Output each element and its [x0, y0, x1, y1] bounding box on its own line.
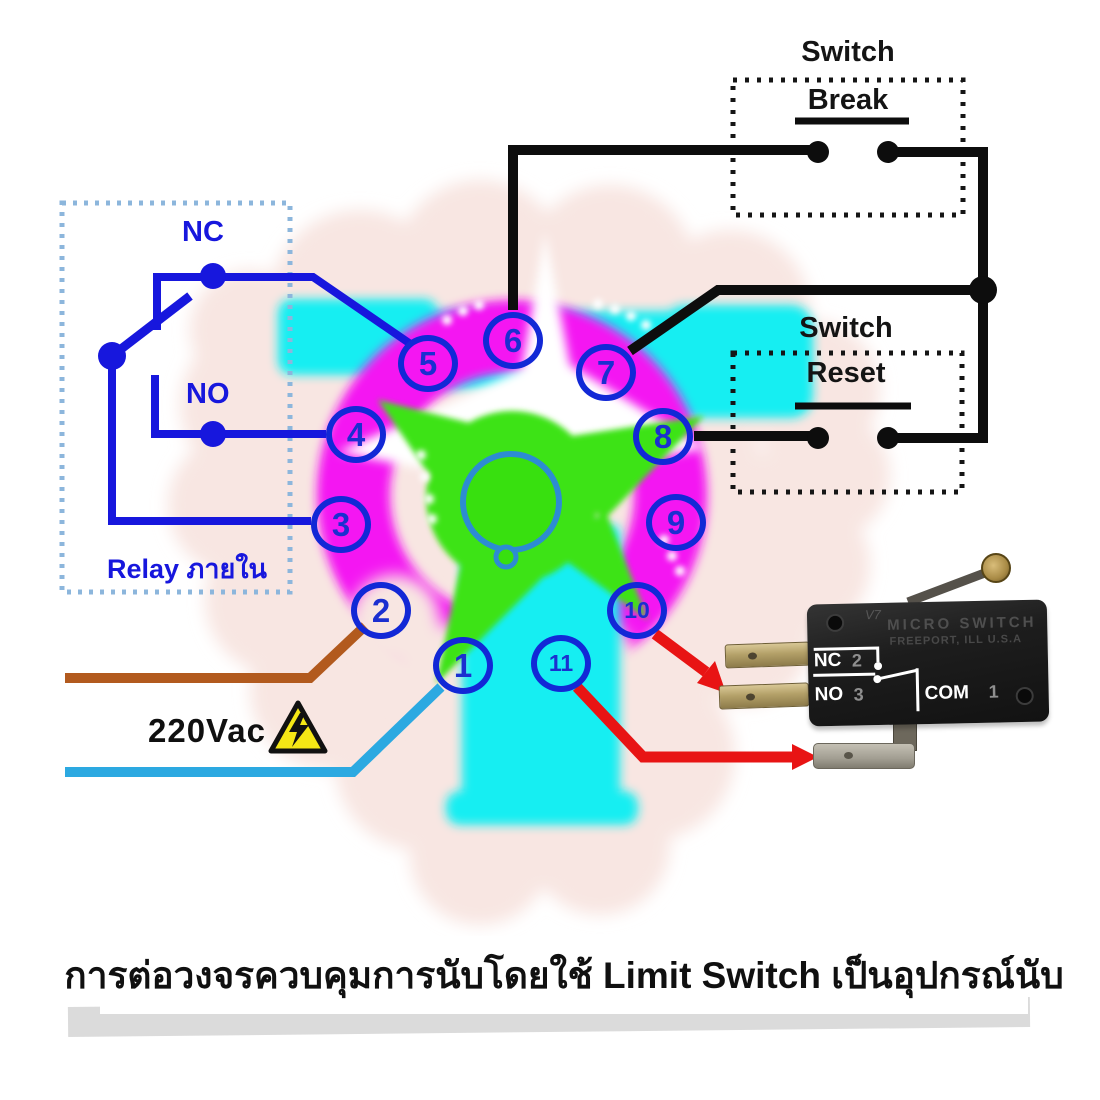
wire-junction-dot — [969, 276, 997, 304]
pin-number: 6 — [503, 321, 523, 359]
supply-voltage-label: 220Vac — [148, 712, 266, 749]
nc-contact-dot — [200, 263, 226, 289]
micro-limit-switch: V7 MICRO SWITCH FREEPORT, ILL U.S.A NC 2… — [700, 545, 1072, 780]
no-contact-dot — [200, 421, 226, 447]
terminal-tab-no — [718, 682, 810, 710]
high-voltage-warning-icon — [268, 700, 328, 754]
switch-nc-terminal-number: 2 — [851, 650, 863, 671]
socket-center-circle — [460, 451, 562, 553]
arrowhead-pin11 — [792, 744, 818, 770]
socket-pin-7: 7 — [576, 344, 636, 401]
lever-roller — [981, 553, 1011, 583]
wire-neutral-to-pin1 — [65, 683, 445, 777]
pin-number: 4 — [346, 415, 366, 453]
switch-com-terminal-number: 1 — [988, 681, 999, 702]
terminal-tab-com — [813, 743, 915, 769]
relay-lever-blade — [109, 292, 193, 360]
black-contact-dots — [807, 141, 997, 449]
socket-pin-8: 8 — [633, 408, 693, 465]
switch-body: V7 MICRO SWITCH FREEPORT, ILL U.S.A NC 2… — [806, 599, 1050, 727]
socket-pin-5: 5 — [398, 335, 458, 392]
switch-break-name: Break — [807, 84, 889, 116]
pin-number: 2 — [371, 591, 391, 629]
diagram-caption: การต่อวงจรควบคุมการนับโดยใช้ Limit Switc… — [64, 954, 1064, 996]
relay-caption: Relay ภายใน — [107, 554, 267, 584]
pin-number: 7 — [596, 353, 616, 391]
wire-pin7-to-junction — [627, 285, 981, 356]
pin-number: 3 — [331, 505, 351, 543]
terminal-hole — [844, 752, 853, 759]
socket-pin-3: 3 — [311, 496, 371, 553]
pin-number: 8 — [653, 417, 673, 455]
wire-pin10-to-switch — [651, 629, 710, 677]
switch-lever-art — [906, 566, 992, 607]
red-wires — [572, 629, 818, 770]
wire-pin6-to-break — [508, 145, 816, 310]
socket-pin-6: 6 — [483, 312, 543, 369]
contact-schematic — [813, 646, 920, 712]
pin-number: 9 — [666, 503, 686, 541]
terminal-tab-nc — [724, 641, 811, 669]
relay-nc-label: NC — [182, 216, 224, 248]
switch-no-terminal-number: 3 — [853, 684, 864, 705]
arrowhead-pin10 — [697, 661, 726, 693]
pin-number: 11 — [548, 650, 574, 676]
socket-pin-10: 10 — [607, 582, 667, 639]
socket-pin-4: 4 — [326, 406, 386, 463]
wire-no-to-pin4 — [151, 375, 326, 438]
dial-tick-dots — [416, 299, 685, 576]
socket-pin-11: 11 — [531, 635, 591, 692]
terminal-hole — [747, 652, 758, 660]
internal-relay-box — [59, 200, 293, 595]
switch-reset-box — [730, 350, 965, 495]
socket-pin-1: 1 — [433, 637, 493, 694]
wire-line-to-pin2 — [65, 622, 369, 683]
nc-fixed-contact — [153, 273, 210, 330]
switch-com-label: COM — [924, 682, 970, 705]
socket-pin-9: 9 — [646, 494, 706, 551]
wire-common-to-pin3 — [108, 356, 311, 525]
common-contact-dot — [98, 342, 126, 370]
switch-break-title: Switch — [801, 36, 895, 68]
terminal-hole — [745, 693, 756, 701]
socket-center-tab — [493, 544, 519, 570]
white-star-glow — [338, 232, 705, 470]
wire-nc-to-pin5 — [225, 273, 415, 349]
lever-arm — [906, 566, 992, 607]
caption-band: การต่อวงจรควบคุมการนับโดยใช้ Limit Switc… — [64, 936, 1064, 1014]
switch-reset-title: Switch — [799, 312, 893, 344]
socket-pin-2: 2 — [351, 582, 411, 639]
pin-number: 1 — [453, 646, 473, 684]
wire-pin11-to-switch — [572, 683, 792, 763]
relay-no-label: NO — [186, 378, 230, 410]
switch-no-label: NO — [814, 683, 844, 706]
switch-nc-label: NC — [813, 649, 842, 672]
pin-number: 5 — [418, 344, 438, 382]
blue-relay-wires — [108, 273, 415, 525]
switch-reset-name: Reset — [806, 357, 886, 389]
pin-number: 10 — [624, 597, 650, 623]
blue-contact-dots — [98, 263, 226, 447]
